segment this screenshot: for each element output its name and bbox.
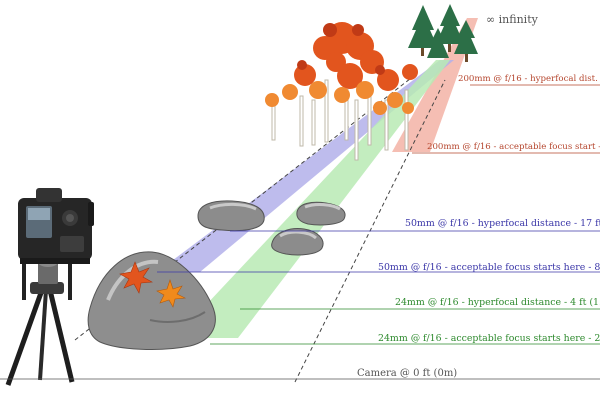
label-camera: Camera @ 0 ft (0m) xyxy=(357,368,457,379)
pine-trees xyxy=(408,4,478,62)
label-24mm-focus-start: 24mm @ f/16 - acceptable focus starts he… xyxy=(378,333,600,344)
camera-body xyxy=(18,188,94,264)
label-200mm-hyperfocal: 200mm @ f/16 - hyperfocal dist. - 274 ft… xyxy=(458,73,600,84)
label-24mm-hyperfocal: 24mm @ f/16 - hyperfocal distance - 4 ft… xyxy=(395,297,600,308)
label-infinity: ∞ infinity xyxy=(486,13,539,26)
tripod xyxy=(8,257,72,385)
label-50mm-hyperfocal: 50mm @ f/16 - hyperfocal distance - 17 f… xyxy=(405,218,600,229)
label-50mm-focus-start: 50mm @ f/16 - acceptable focus starts he… xyxy=(378,262,600,273)
label-200mm-focus-start: 200mm @ f/16 - acceptable focus start - … xyxy=(427,141,600,152)
